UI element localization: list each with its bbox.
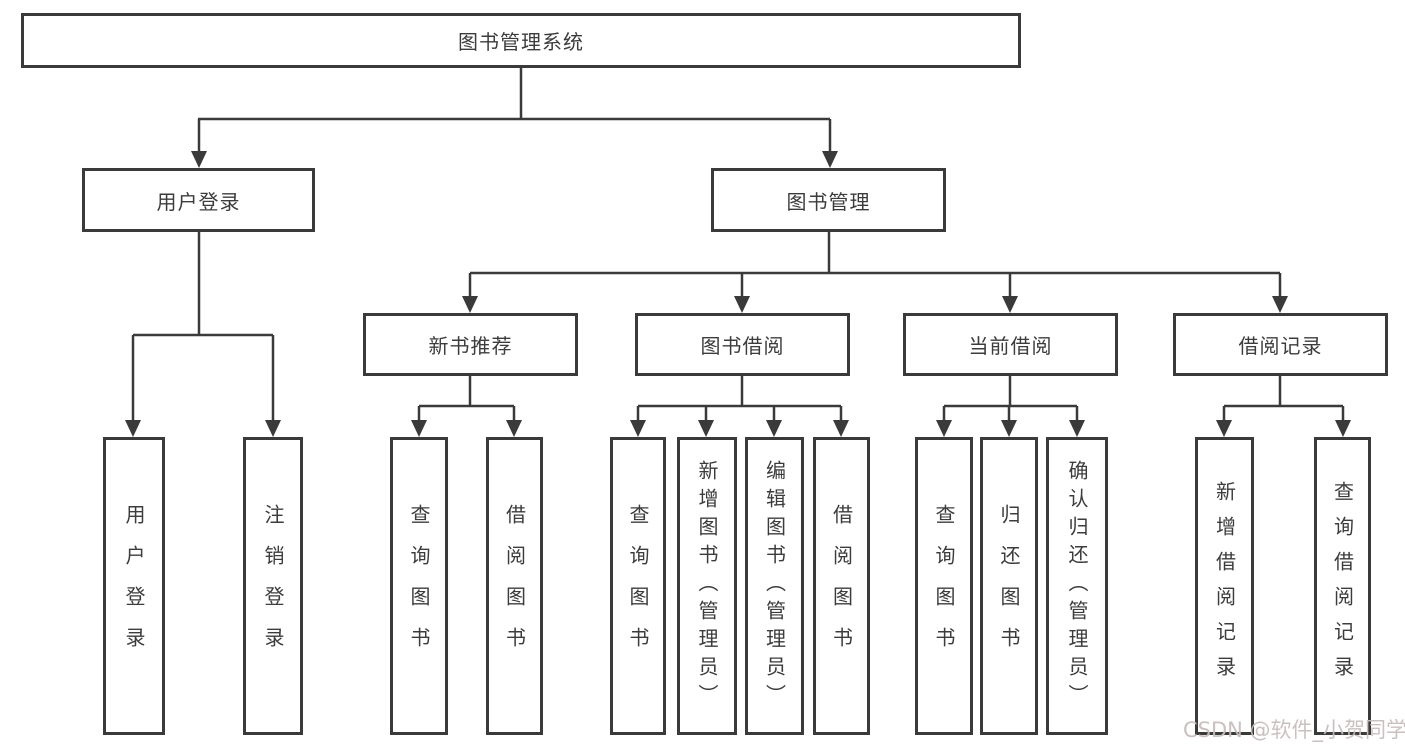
arrow-icon xyxy=(1002,296,1018,313)
node-label: 注销登录 xyxy=(261,504,285,668)
leaf-query-book: 查询图书 xyxy=(390,437,448,735)
node-label: 当前借阅 xyxy=(968,334,1053,358)
leaf-user-login: 用户登录 xyxy=(103,437,165,735)
leaf-logout: 注销登录 xyxy=(243,437,303,735)
arrow-icon xyxy=(125,420,141,437)
arrow-icon xyxy=(822,151,838,168)
node-label: 查询图书 xyxy=(932,504,956,668)
node-current-borrow: 当前借阅 xyxy=(903,313,1118,376)
node-label: 新增图书（管理员） xyxy=(695,460,719,712)
node-new-book-recommend: 新书推荐 xyxy=(363,313,578,376)
node-label: 编辑图书（管理员） xyxy=(762,460,787,712)
leaf-add-book-admin: 新增图书（管理员） xyxy=(677,437,737,735)
arrow-icon xyxy=(936,420,952,437)
arrow-icon xyxy=(1335,420,1351,437)
node-label: 归还图书 xyxy=(997,504,1021,668)
leaf-query-book: 查询图书 xyxy=(610,437,666,735)
node-label: 确认归还（管理员） xyxy=(1065,460,1089,712)
arrow-icon xyxy=(462,296,478,313)
node-book-borrow: 图书借阅 xyxy=(635,313,850,376)
arrow-icon xyxy=(265,420,281,437)
node-label: 查询借阅记录 xyxy=(1330,481,1355,691)
leaf-return-book: 归还图书 xyxy=(980,437,1038,735)
arrow-icon xyxy=(766,420,782,437)
node-label: 用户登录 xyxy=(122,504,146,668)
arrow-icon xyxy=(833,420,849,437)
csdn-watermark: CSDN @软件_小贺同学 xyxy=(1183,718,1405,742)
leaf-query-book: 查询图书 xyxy=(915,437,973,735)
arrow-icon xyxy=(734,296,750,313)
arrow-heads xyxy=(125,151,1351,437)
connector-path xyxy=(131,68,1345,421)
arrow-icon xyxy=(411,420,427,437)
node-label: 新增借阅记录 xyxy=(1212,481,1237,691)
leaf-add-borrow-record: 新增借阅记录 xyxy=(1195,437,1254,735)
node-label: 查询图书 xyxy=(407,504,431,668)
node-label: 图书管理系统 xyxy=(458,30,584,54)
node-label: 图书借阅 xyxy=(700,334,785,358)
arrow-icon xyxy=(1272,296,1288,313)
node-label: 查询图书 xyxy=(626,504,650,668)
node-book-management: 图书管理 xyxy=(711,168,946,232)
node-label: 借阅图书 xyxy=(502,504,527,668)
arrow-icon xyxy=(1069,420,1085,437)
arrow-icon xyxy=(1216,420,1232,437)
leaf-borrow-book: 借阅图书 xyxy=(813,437,870,735)
node-label: 图书管理 xyxy=(786,189,871,214)
node-root: 图书管理系统 xyxy=(21,13,1021,68)
arrow-icon xyxy=(191,151,207,168)
node-borrow-records: 借阅记录 xyxy=(1173,313,1388,376)
arrow-icon xyxy=(698,420,714,437)
leaf-query-borrow-record: 查询借阅记录 xyxy=(1314,437,1371,735)
arrow-icon xyxy=(630,420,646,437)
node-label: 用户登录 xyxy=(156,189,241,214)
node-user-login: 用户登录 xyxy=(82,168,315,232)
arrow-icon xyxy=(506,420,522,437)
arrow-icon xyxy=(1001,420,1017,437)
node-label: 借阅图书 xyxy=(829,504,854,668)
node-label: 借阅记录 xyxy=(1238,334,1323,358)
node-label: 新书推荐 xyxy=(428,334,513,358)
leaf-borrow-book: 借阅图书 xyxy=(486,437,543,735)
leaf-confirm-return-admin: 确认归还（管理员） xyxy=(1046,437,1108,735)
leaf-edit-book-admin: 编辑图书（管理员） xyxy=(745,437,804,735)
